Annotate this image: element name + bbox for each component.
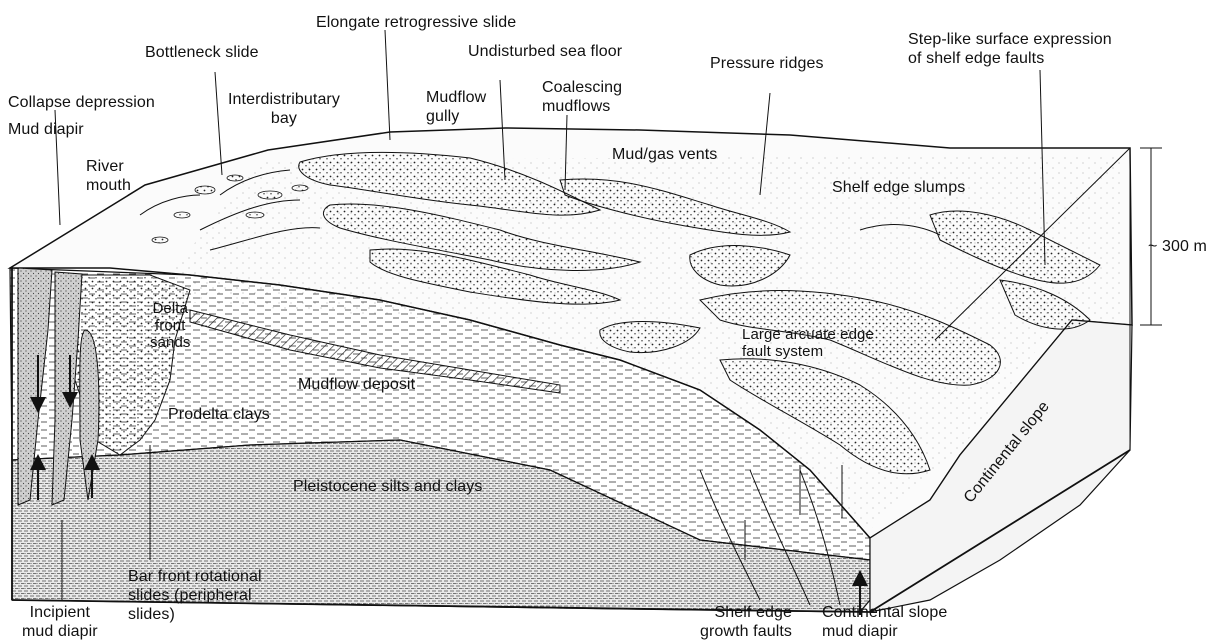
- label-bar-front-rotational-slides: Bar front rotational slides (peripheral …: [128, 567, 262, 624]
- label-mud-diapir: Mud diapir: [8, 120, 84, 139]
- label-continental-slope-mud-diapir: Continental slope mud diapir: [822, 603, 947, 641]
- label-bottleneck-slide: Bottleneck slide: [145, 43, 259, 62]
- label-pressure-ridges: Pressure ridges: [710, 54, 824, 73]
- label-elongate-retrogressive-slide: Elongate retrogressive slide: [316, 13, 516, 32]
- label-mudflow-gully: Mudflow gully: [426, 88, 486, 126]
- label-step-like-surface-expression: Step-like surface expression of shelf ed…: [908, 30, 1112, 68]
- label-large-arcuate-edge-fault-system: Large arcuate edge fault system: [742, 326, 874, 360]
- label-depth-scale: ~ 300 m: [1148, 237, 1207, 256]
- label-shelf-edge-slumps: Shelf edge slumps: [832, 178, 965, 197]
- label-river-mouth: River mouth: [86, 157, 131, 195]
- label-coalescing-mudflows: Coalescing mudflows: [542, 78, 622, 116]
- label-delta-front-sands: Delta front sands: [150, 300, 191, 351]
- label-pleistocene-silts-and-clays: Pleistocene silts and clays: [293, 477, 482, 496]
- label-shelf-edge-growth-faults: Shelf edge growth faults: [700, 603, 792, 641]
- label-mud-gas-vents: Mud/gas vents: [612, 145, 717, 164]
- label-undisturbed-sea-floor: Undisturbed sea floor: [468, 42, 622, 61]
- label-prodelta-clays: Prodelta clays: [168, 405, 270, 424]
- label-mudflow-deposit: Mudflow deposit: [298, 375, 415, 394]
- label-collapse-depression: Collapse depression: [8, 93, 155, 112]
- label-interdistributary-bay: Interdistributary bay: [228, 90, 340, 128]
- label-incipient-mud-diapir: Incipient mud diapir: [22, 603, 98, 641]
